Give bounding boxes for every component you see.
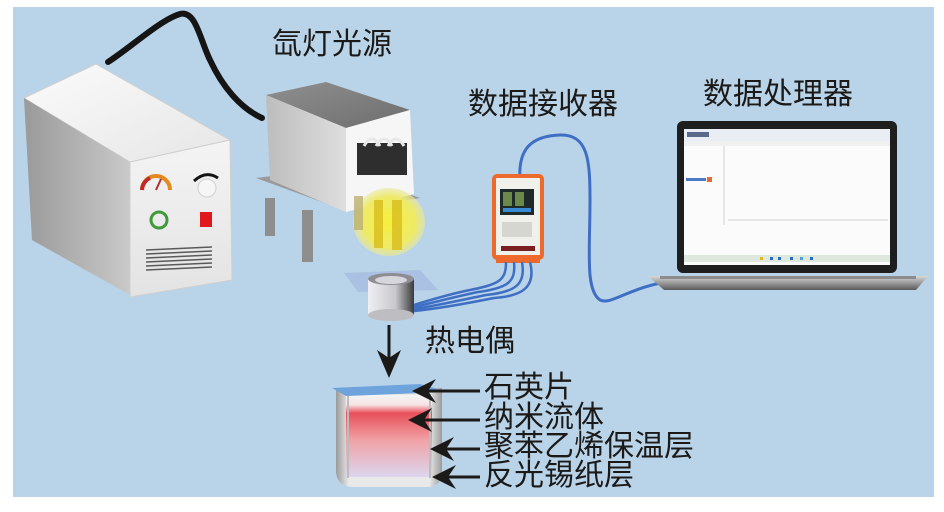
lamp-leg bbox=[302, 210, 313, 262]
label-polystyrene-insulation: 聚苯乙烯保温层 bbox=[484, 429, 694, 464]
nanofluid bbox=[346, 395, 432, 477]
label-xenon-light-source: 氙灯光源 bbox=[272, 27, 392, 62]
arrow-nanofluid bbox=[408, 408, 480, 432]
label-quartz-plate: 石英片 bbox=[484, 370, 574, 405]
laptop-base bbox=[648, 276, 928, 290]
label-data-receiver: 数据接收器 bbox=[468, 87, 618, 122]
label-data-processor: 数据处理器 bbox=[703, 77, 853, 112]
lamp-heatsink bbox=[357, 143, 407, 175]
power-supply-side bbox=[24, 98, 130, 295]
lamp-housing-top bbox=[266, 82, 410, 128]
arrow-insulation bbox=[430, 437, 480, 461]
label-thermocouple: 热电偶 bbox=[425, 324, 515, 359]
thermocouple-wires bbox=[413, 261, 533, 313]
insulated-beaker bbox=[332, 384, 448, 487]
light-beam-glow bbox=[353, 188, 425, 256]
label-arrows bbox=[408, 379, 480, 489]
lamp-housing-side bbox=[266, 95, 346, 212]
label-reflective-foil: 反光锡纸层 bbox=[484, 458, 634, 493]
power-supply-unit bbox=[22, 10, 265, 298]
usb-cable bbox=[518, 133, 681, 303]
logger-keypad bbox=[502, 222, 532, 237]
logger-body bbox=[492, 174, 544, 260]
power-cable bbox=[105, 10, 265, 121]
arrow-quartz-plate bbox=[412, 379, 480, 403]
power-switch bbox=[200, 212, 212, 227]
label-nanofluid: 纳米流体 bbox=[484, 400, 604, 435]
data-logger-device bbox=[413, 133, 681, 313]
thermocouple-sample-cup bbox=[344, 270, 438, 321]
laptop-screen bbox=[684, 129, 890, 265]
xenon-lamp bbox=[256, 82, 425, 262]
knob-icon bbox=[197, 178, 217, 198]
power-supply-front bbox=[129, 139, 233, 298]
power-indicator-ring bbox=[149, 210, 169, 230]
arrow-foil bbox=[432, 465, 480, 489]
vent-grille bbox=[145, 246, 213, 271]
lamp-leg bbox=[265, 198, 275, 236]
down-arrow bbox=[377, 325, 401, 378]
laptop-computer bbox=[648, 121, 928, 290]
